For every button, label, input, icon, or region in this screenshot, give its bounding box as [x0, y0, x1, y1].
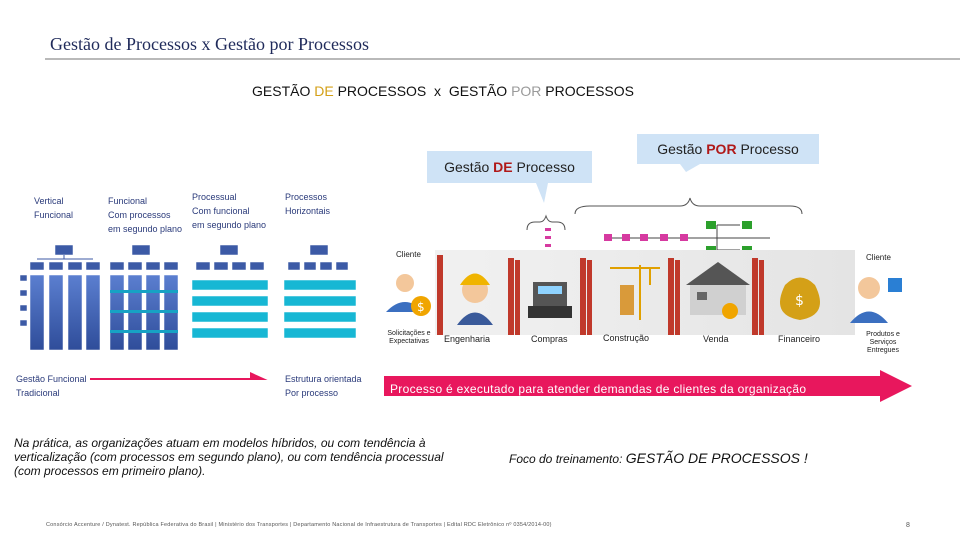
brace-de: [526, 214, 566, 231]
evol-label-1b: Funcional: [34, 210, 74, 220]
house-icon: [686, 262, 750, 319]
stage-engenharia: Engenharia: [444, 334, 491, 344]
label-de-highlight: DE: [493, 159, 513, 175]
evol-label-3c: em segundo plano: [192, 220, 267, 230]
focus-prefix: Foco do treinamento:: [509, 452, 626, 466]
label-de-suffix: Processo: [512, 159, 575, 175]
bottom-right-a: Estrutura orientada: [285, 374, 362, 384]
page-number: 8: [906, 522, 910, 529]
org-chart-processual: [195, 244, 265, 271]
bottom-left-b: Tradicional: [16, 388, 60, 398]
org-chart-vertical: [19, 244, 101, 351]
department-walls-icon: [437, 255, 764, 335]
hybrid-models-paragraph: Na prática, as organizações atuam em mod…: [14, 436, 444, 478]
label-por-prefix: Gestão: [657, 141, 707, 157]
evol-label-4b: Horizontais: [285, 206, 331, 216]
stage-construcao: Construção: [603, 333, 650, 343]
money-bag-icon: $: [780, 277, 820, 320]
stage-financeiro: Financeiro: [778, 334, 821, 344]
title-divider: [45, 58, 960, 60]
transition-arrow: [90, 372, 268, 380]
process-arrow: [384, 370, 912, 402]
svg-text:$: $: [417, 300, 425, 314]
stage-compras: Compras: [531, 334, 568, 344]
org-chart-horizontal: [287, 244, 349, 271]
bottom-left-a: Gestão Funcional: [16, 374, 87, 384]
brace-por: [574, 197, 803, 215]
evol-label-3b: Com funcional: [192, 206, 250, 216]
label-de-prefix: Gestão: [444, 159, 494, 175]
label-por-highlight: POR: [706, 141, 737, 157]
outputs-label: Produtos e Serviços Entregues: [858, 331, 908, 355]
crane-icon: [610, 265, 660, 320]
heading-part2: PROCESSOS x GESTÃO: [333, 83, 512, 99]
client-left-icon: $: [386, 274, 431, 316]
client-left-label: Cliente: [396, 250, 421, 259]
callout-por-pointer: [680, 164, 700, 172]
footer-text: Consórcio Accenture / Dynatest. Repúblic…: [46, 522, 552, 528]
outputs-label-line3: Entregues: [867, 347, 899, 354]
evol-label-2b: Com processos: [108, 210, 171, 220]
evol-label-3a: Processual: [192, 192, 237, 202]
label-gestao-de: Gestão DE Processo: [427, 151, 592, 183]
training-focus: Foco do treinamento: GESTÃO DE PROCESSOS…: [509, 450, 808, 466]
evol-label-4a: Processos: [285, 192, 328, 202]
bottom-right-b: Por processo: [285, 388, 339, 398]
cash-register-icon: [528, 282, 572, 318]
process-arrow-text: Processo é executado para atender demand…: [390, 382, 807, 396]
inputs-label-line2: Expectativas: [389, 338, 429, 345]
evol-label-2a: Funcional: [108, 196, 148, 206]
org-chart-evolution: [19, 244, 357, 380]
inputs-label-line1: Solicitações e: [387, 330, 431, 337]
heading-part3: PROCESSOS: [541, 83, 634, 99]
heading-de: DE: [314, 83, 334, 99]
outputs-label-line2: Serviços: [869, 339, 897, 346]
stage-venda: Venda: [703, 334, 729, 344]
heading-por: POR: [511, 83, 542, 99]
label-gestao-por: Gestão POR Processo: [637, 134, 819, 164]
outputs-label-line1: Produtos e: [866, 331, 900, 338]
client-right-icon: [850, 277, 902, 323]
engineer-icon: [457, 273, 493, 325]
callout-de-pointer: [536, 183, 548, 203]
client-right-label: Cliente: [866, 253, 891, 262]
label-por-suffix: Processo: [736, 141, 799, 157]
evol-label-2c: em segundo plano: [108, 224, 183, 234]
slide-title: Gestão de Processos x Gestão por Process…: [50, 34, 369, 54]
focus-main: GESTÃO DE PROCESSOS !: [625, 450, 808, 466]
building-icon: [620, 285, 634, 315]
svg-text:$: $: [795, 293, 804, 309]
heading-part1: GESTÃO: [252, 83, 315, 99]
inputs-label: Solicitações e Expectativas: [384, 330, 434, 346]
evol-label-1a: Vertical: [34, 196, 64, 206]
section-heading: GESTÃO DE PROCESSOS x GESTÃO POR PROCESS…: [252, 83, 634, 99]
